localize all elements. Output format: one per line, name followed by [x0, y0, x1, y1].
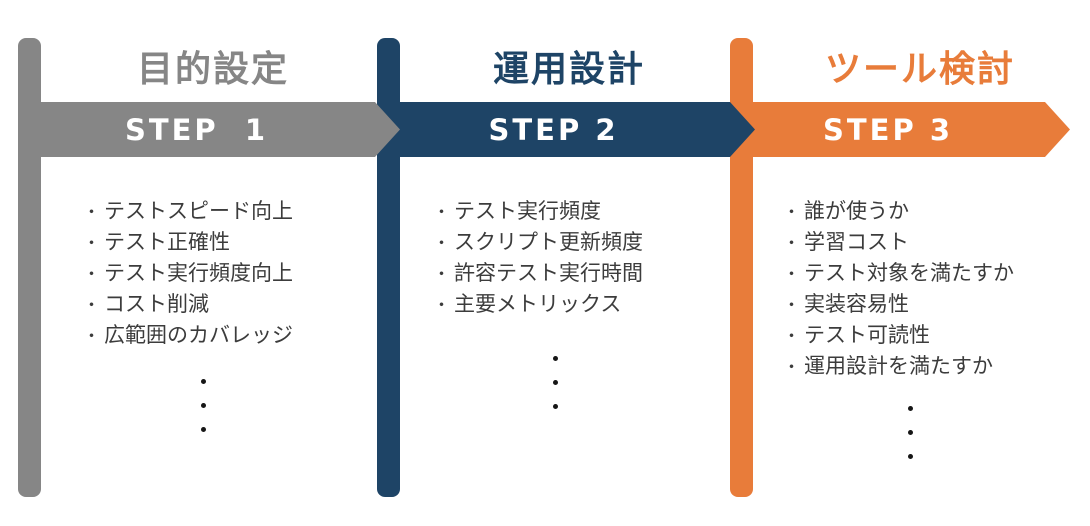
list-item-text: テスト対象を満たすか [804, 261, 1014, 285]
list-item: ・テスト実行頻度 [433, 197, 643, 228]
dot-icon [201, 403, 206, 408]
step1-banner-label: STEP 1 [124, 112, 269, 147]
bullet-icon: ・ [83, 296, 100, 316]
dot-icon [201, 427, 206, 432]
list-item: ・実装容易性 [783, 290, 1014, 321]
list-item: ・テスト実行頻度向上 [83, 259, 293, 290]
list-item-text: テスト正確性 [104, 230, 230, 254]
step2-title: 運用設計 [492, 49, 646, 90]
list-item-text: コスト削減 [104, 292, 209, 316]
list-item-text: テストスピード向上 [104, 199, 293, 223]
list-item-text: 学習コスト [804, 230, 909, 254]
bullet-icon: ・ [783, 358, 800, 378]
bullet-icon: ・ [433, 203, 450, 223]
bullet-icon: ・ [433, 296, 450, 316]
step3-ellipsis-dots [908, 406, 913, 478]
dot-icon [908, 430, 913, 435]
list-item: ・学習コスト [783, 228, 1014, 259]
list-item: ・テスト正確性 [83, 228, 293, 259]
bullet-icon: ・ [783, 296, 800, 316]
step1-arrow-banner: STEP 1 [18, 102, 400, 157]
list-item: ・テストスピード向上 [83, 197, 293, 228]
dot-icon [908, 454, 913, 459]
list-item: ・スクリプト更新頻度 [433, 228, 643, 259]
list-item-text: テスト可読性 [804, 323, 930, 347]
step1-list: ・テストスピード向上 ・テスト正確性 ・テスト実行頻度向上 ・コスト削減 ・広範… [83, 197, 293, 352]
list-item-text: スクリプト更新頻度 [454, 230, 643, 254]
step3-banner-label: STEP 3 [822, 112, 953, 147]
bullet-icon: ・ [783, 234, 800, 254]
step2-banner-label: STEP 2 [488, 112, 619, 147]
dot-icon [201, 379, 206, 384]
list-item-text: 許容テスト実行時間 [454, 261, 643, 285]
step3-title: ツール検討 [824, 49, 1016, 90]
list-item-text: テスト実行頻度向上 [104, 261, 293, 285]
dot-icon [553, 380, 558, 385]
list-item-text: 広範囲のカバレッジ [104, 323, 293, 347]
bullet-icon: ・ [83, 203, 100, 223]
dot-icon [908, 406, 913, 411]
step2-ellipsis-dots [553, 356, 558, 428]
list-item-text: 実装容易性 [804, 292, 909, 316]
list-item-text: テスト実行頻度 [454, 199, 601, 223]
step1-ellipsis-dots [201, 379, 206, 451]
list-item: ・テスト可読性 [783, 321, 1014, 352]
dot-icon [553, 356, 558, 361]
step3-list: ・誰が使うか ・学習コスト ・テスト対象を満たすか ・実装容易性 ・テスト可読性… [783, 197, 1014, 383]
bullet-icon: ・ [783, 203, 800, 223]
bullet-icon: ・ [433, 234, 450, 254]
step1-title: 目的設定 [136, 49, 290, 90]
list-item-text: 主要メトリックス [454, 292, 622, 316]
bullet-icon: ・ [83, 234, 100, 254]
step2-list: ・テスト実行頻度 ・スクリプト更新頻度 ・許容テスト実行時間 ・主要メトリックス [433, 197, 643, 321]
list-item-text: 誰が使うか [804, 199, 909, 223]
list-item: ・主要メトリックス [433, 290, 643, 321]
list-item: ・テスト対象を満たすか [783, 259, 1014, 290]
list-item: ・誰が使うか [783, 197, 1014, 228]
bullet-icon: ・ [433, 265, 450, 285]
list-item: ・コスト削減 [83, 290, 293, 321]
bullet-icon: ・ [83, 327, 100, 347]
step2-arrow-banner: STEP 2 [377, 102, 755, 157]
bullet-icon: ・ [783, 327, 800, 347]
dot-icon [553, 404, 558, 409]
list-item-text: 運用設計を満たすか [804, 354, 993, 378]
list-item: ・許容テスト実行時間 [433, 259, 643, 290]
bullet-icon: ・ [783, 265, 800, 285]
list-item: ・広範囲のカバレッジ [83, 321, 293, 352]
list-item: ・運用設計を満たすか [783, 352, 1014, 383]
bullet-icon: ・ [83, 265, 100, 285]
step3-arrow-banner: STEP 3 [731, 102, 1070, 157]
